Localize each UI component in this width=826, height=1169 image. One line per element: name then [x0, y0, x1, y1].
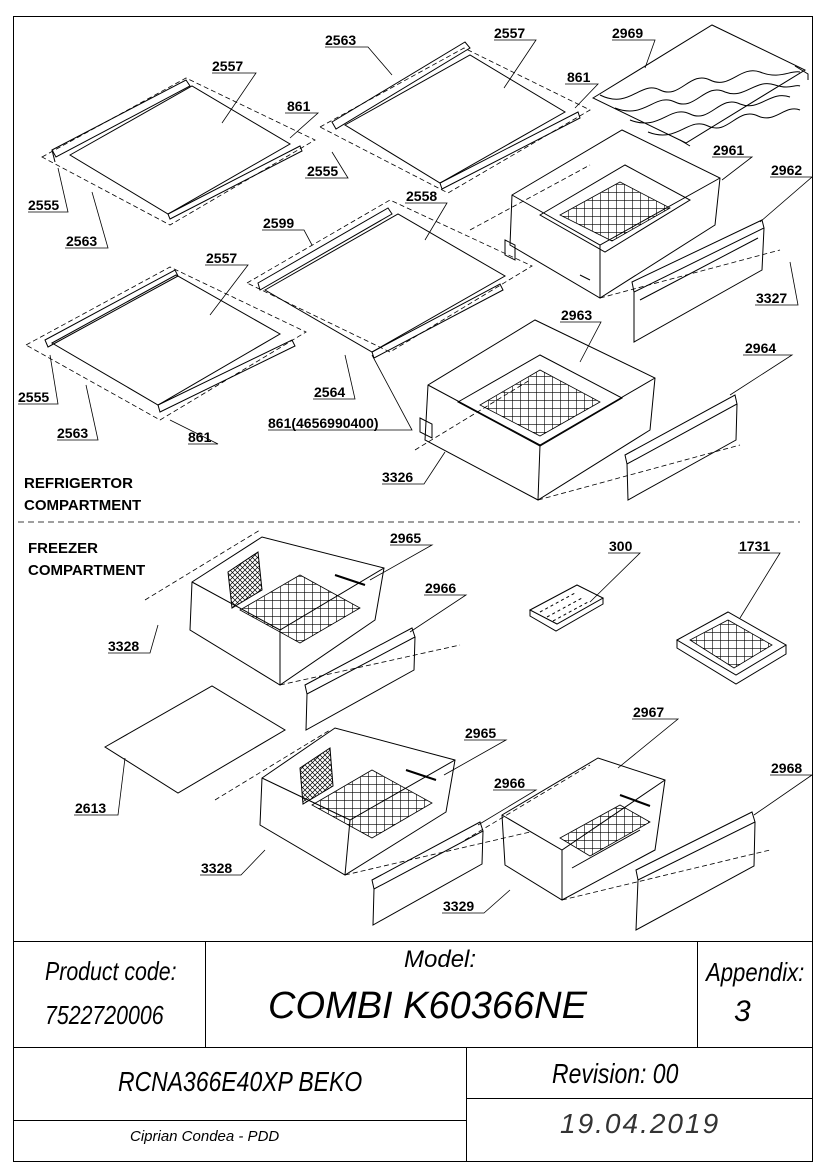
freezer-title-line1: FREEZER — [28, 540, 98, 557]
part-label-3328: 3328 — [201, 860, 232, 876]
ice-tray-holder — [675, 611, 787, 685]
part-label-1731: 1731 — [739, 538, 770, 554]
appendix-label: Appendix: — [706, 957, 805, 987]
part-label-2557: 2557 — [206, 250, 237, 266]
model-label: Model: — [404, 946, 477, 973]
title-block-divider — [466, 1098, 813, 1099]
freezer-title-line2: COMPARTMENT — [28, 562, 145, 579]
glass-shelf-b — [319, 41, 591, 194]
part-label-2564: 2564 — [314, 384, 345, 400]
drawing-frame — [13, 16, 813, 1162]
part-label-2966: 2966 — [494, 775, 525, 791]
freezer-flap-middle — [371, 821, 484, 926]
refrigerator-title-line2: COMPARTMENT — [24, 497, 141, 514]
crisper-drawer-upper — [469, 129, 781, 299]
part-label-2968: 2968 — [771, 760, 802, 776]
part-label-2969: 2969 — [612, 25, 643, 41]
title-block-divider — [205, 941, 206, 1047]
part-label-2557: 2557 — [494, 25, 525, 41]
part-label-300: 300 — [609, 538, 633, 554]
title-block-divider — [13, 1120, 466, 1121]
product-name: RCNA366E40XP BEKO — [118, 1066, 363, 1097]
title-block-divider — [466, 1047, 467, 1162]
product-code-label: Product code: — [45, 956, 177, 986]
part-label-2563: 2563 — [57, 425, 88, 441]
part-label-861-4656990400: 861(4656990400) — [268, 415, 379, 431]
freezer-flap-lower — [635, 811, 756, 931]
part-label-2555: 2555 — [18, 389, 49, 405]
part-label-2563: 2563 — [66, 233, 97, 249]
part-label-2965: 2965 — [465, 725, 496, 741]
part-label-2555: 2555 — [28, 197, 59, 213]
leader-lines — [18, 39, 814, 914]
appendix-value: 3 — [734, 995, 751, 1028]
part-label-861: 861 — [287, 98, 311, 114]
part-label-3328: 3328 — [108, 638, 139, 654]
glass-plate — [104, 685, 286, 794]
part-label-2558: 2558 — [406, 188, 437, 204]
glass-shelf-a — [41, 77, 316, 226]
part-label-2965: 2965 — [390, 530, 421, 546]
part-label-2962: 2962 — [771, 162, 802, 178]
part-label-2966: 2966 — [425, 580, 456, 596]
part-label-2967: 2967 — [633, 704, 664, 720]
part-label-2563: 2563 — [325, 32, 356, 48]
title-block-divider — [13, 1047, 813, 1048]
wine-rack — [591, 24, 809, 147]
section-titles: REFRIGERTOR COMPARTMENT FREEZER COMPARTM… — [24, 475, 145, 579]
title-block-divider — [697, 941, 698, 1047]
freezer-drawer-lower — [464, 757, 771, 901]
author: Ciprian Condea - PDD — [130, 1128, 280, 1145]
freezer-flap-upper — [304, 627, 416, 731]
refrigerator-title-line1: REFRIGERTOR — [24, 475, 133, 492]
part-label-2613: 2613 — [75, 800, 106, 816]
drawer-flap-lower — [624, 394, 738, 501]
freezer-drawer-middle — [214, 727, 531, 876]
part-label-2963: 2963 — [561, 307, 592, 323]
part-label-3327: 3327 — [756, 290, 787, 306]
part-label-861: 861 — [567, 69, 591, 85]
part-label-2555: 2555 — [307, 163, 338, 179]
title-block-top-border — [13, 941, 813, 942]
ice-tray — [528, 584, 605, 632]
part-label-2599: 2599 — [263, 215, 294, 231]
part-label-861: 861 — [188, 429, 212, 445]
model-value: COMBI K60366NE — [268, 985, 587, 1027]
glass-shelf-d — [246, 199, 533, 359]
part-label-2961: 2961 — [713, 142, 744, 158]
revision: Revision: 00 — [552, 1058, 679, 1089]
part-label-3326: 3326 — [382, 469, 413, 485]
part-labels: 2563 2557 2557 2969 861 861 2555 2555 25… — [18, 25, 802, 914]
part-label-3329: 3329 — [443, 898, 474, 914]
part-label-2964: 2964 — [745, 340, 776, 356]
drawer-flap-upper — [631, 219, 765, 343]
date: 19.04.2019 — [560, 1108, 721, 1139]
crisper-drawer-lower — [414, 319, 741, 501]
product-code-value: 7522720006 — [45, 1000, 164, 1030]
part-label-2557: 2557 — [212, 58, 243, 74]
freezer-drawer-upper — [144, 529, 461, 686]
glass-shelf-c — [25, 266, 307, 421]
